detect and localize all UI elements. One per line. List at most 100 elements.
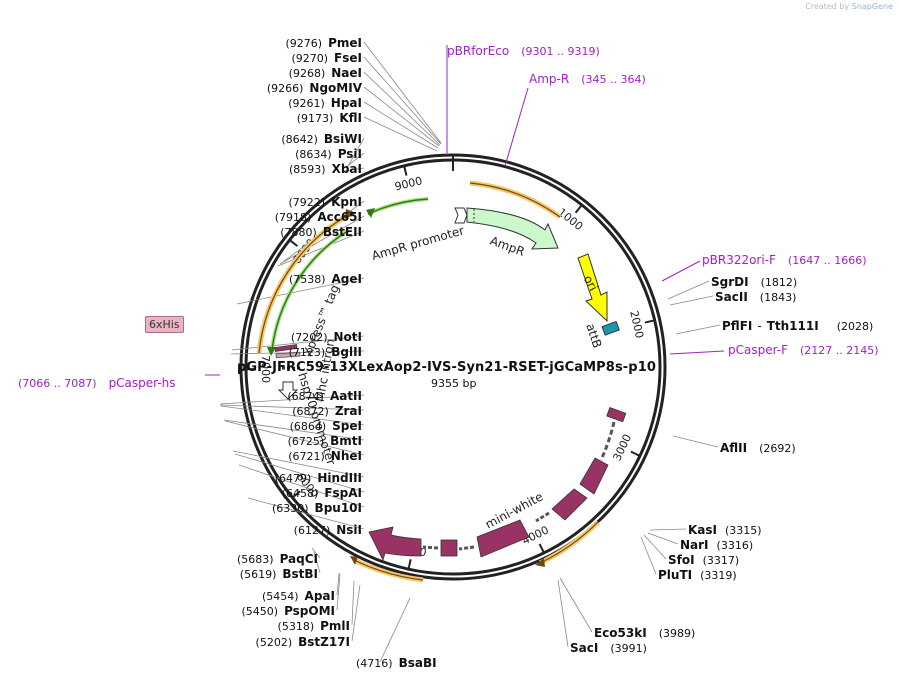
enzyme-leader xyxy=(231,335,365,351)
enzyme-name: Eco53kI xyxy=(594,626,647,640)
backbone-outer xyxy=(239,153,667,581)
enzyme-leader xyxy=(234,453,365,493)
enzyme-site-left: (6864)SpeI xyxy=(290,419,362,433)
feature-ampr-promoter xyxy=(454,207,468,224)
feature-label-ori: ori xyxy=(581,273,601,293)
enzyme-position: (6874) xyxy=(287,390,324,403)
enzyme-site-left: (5619) BstBI xyxy=(240,567,318,581)
enzyme-position: (3989) xyxy=(658,627,696,640)
primer-label: pBR322ori-F(1647 .. 1666) xyxy=(702,253,867,267)
enzyme-name: PluTI xyxy=(658,568,693,582)
enzyme-site-left: (9268)NaeI xyxy=(289,66,362,80)
enzyme-site-right: SgrDI(1812) xyxy=(711,275,797,289)
enzyme-name: PmeI xyxy=(328,36,362,50)
feature-white-dash-3 xyxy=(458,545,475,551)
enzyme-name: BstEII xyxy=(322,225,362,239)
enzyme-position: (4716) xyxy=(356,657,393,670)
tick-mark xyxy=(630,450,641,457)
feature-white-dash-4 xyxy=(422,545,439,550)
tick-mark xyxy=(291,490,301,499)
tick-label: 1000 xyxy=(555,206,585,234)
enzyme-name: FseI xyxy=(334,51,362,65)
enzyme-name: NgoMIV xyxy=(309,81,362,95)
enzyme-position: (6721) xyxy=(288,450,325,463)
enzyme-site-left: (9266)NgoMIV xyxy=(267,81,362,95)
enzyme-site-left: (6479) HindIII xyxy=(275,471,362,485)
feature-label-ampr: AmpR xyxy=(488,234,526,259)
feature-white-2 xyxy=(579,457,609,495)
orf-arc-green-left-inner xyxy=(271,231,347,351)
feature-ampr xyxy=(466,207,559,250)
feature-attb xyxy=(601,320,620,336)
orf-arrow-green-left xyxy=(267,347,276,356)
enzyme-position: (6330) xyxy=(271,502,309,515)
enzyme-site-left: (7918)Acc65I xyxy=(275,210,362,224)
tick-mark xyxy=(644,319,655,324)
orf-arc-left-orange-inner xyxy=(258,213,351,354)
tick-mark xyxy=(403,165,408,176)
enzyme-name: BstBI xyxy=(282,567,318,581)
primer-range: (7066 .. 7087) xyxy=(18,377,97,390)
feature-white-5 xyxy=(440,539,458,557)
enzyme-site-left: (7538)AgeI xyxy=(289,272,362,286)
tick-mark xyxy=(407,559,412,570)
enzyme-leader xyxy=(363,101,439,149)
enzyme-leader xyxy=(379,597,411,663)
enzyme-site-left: (5202)BstZ17I xyxy=(256,635,350,649)
snapgene-logo: SnapGene xyxy=(851,2,893,11)
primer-name: pCasper-hs xyxy=(108,376,176,390)
enzyme-position: (5619) xyxy=(239,568,277,581)
enzyme-name: XbaI xyxy=(331,162,362,176)
enzyme-position: (7202) xyxy=(290,331,328,344)
snapgene-credit: Created by SnapGene xyxy=(805,2,893,11)
enzyme-name: BstZ17I xyxy=(298,635,350,649)
orf-arrow-white-1 xyxy=(535,558,545,567)
orf-arrow-left-orange xyxy=(345,209,356,219)
enzyme-site-left: (5454)ApaI xyxy=(262,589,335,603)
enzyme-position: (5450) xyxy=(241,605,279,618)
enzyme-name: BsiWI xyxy=(323,132,362,146)
enzyme-position: (2692) xyxy=(759,442,796,455)
enzyme-leader xyxy=(343,167,365,172)
enzyme-name: SfoI xyxy=(668,553,695,567)
enzyme-name: FspAI xyxy=(324,486,362,500)
enzyme-name: BmtI xyxy=(330,434,362,448)
primer-label: Amp-R(345 .. 364) xyxy=(529,72,646,86)
tick-label: 9000 xyxy=(393,174,423,193)
enzyme-position: (6479) xyxy=(274,472,312,485)
enzyme-name: HindIII xyxy=(317,471,362,485)
enzyme-position: (5454) xyxy=(261,590,299,603)
tick-mark xyxy=(538,543,545,554)
enzyme-position: (8642) xyxy=(281,133,318,146)
enzyme-leader xyxy=(232,450,365,478)
enzyme-site-left: (6874)AatII xyxy=(287,389,362,403)
enzyme-position: (9270) xyxy=(291,52,329,65)
primer-name: pBRforEco xyxy=(447,44,510,58)
enzyme-name: NsiI xyxy=(336,523,362,537)
enzyme-name: Acc65I xyxy=(317,210,362,224)
enzyme-site-left: (5318)PmlI xyxy=(278,619,350,633)
enzyme-name: NotI xyxy=(333,330,363,344)
enzyme-position: (9268) xyxy=(288,67,326,80)
feature-white-6 xyxy=(368,526,422,562)
enzyme-name: SgrDI xyxy=(711,275,749,289)
enzyme-name: PspOMI xyxy=(284,604,335,618)
feature-label-ampr-promoter: AmpR promoter xyxy=(370,223,466,263)
orf-arc-white-1 xyxy=(538,520,600,566)
enzyme-position: (6872) xyxy=(292,405,329,418)
enzyme-name: NarI xyxy=(680,538,709,552)
enzyme-leader xyxy=(667,280,710,300)
tick-label: 7000 xyxy=(259,355,272,383)
enzyme-position: (5318) xyxy=(277,620,315,633)
primer-name: Amp-R xyxy=(529,72,570,86)
enzyme-position: (8634) xyxy=(295,148,332,161)
enzyme-leader xyxy=(351,580,355,626)
enzyme-leader xyxy=(223,419,365,441)
enzyme-position: (8593) xyxy=(289,163,326,176)
enzyme-leader xyxy=(640,536,657,575)
enzyme-name: KpnI xyxy=(331,195,362,209)
enzyme-site-left: (6458)FspAI xyxy=(282,486,362,500)
enzyme-leader xyxy=(279,215,365,265)
enzyme-site-left: (4716)BsaBI xyxy=(356,656,437,670)
enzyme-site-left: (9173)KflI xyxy=(297,111,362,125)
